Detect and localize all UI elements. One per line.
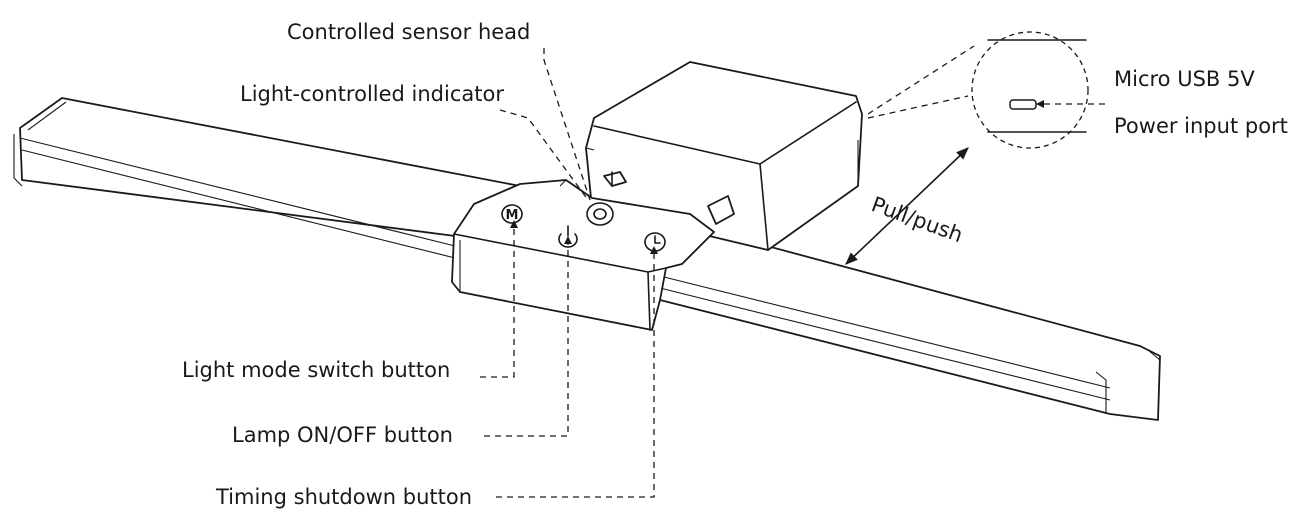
label-usb: Micro USB 5V [1114,67,1255,91]
label-pull-push: Pull/push [868,192,966,247]
timer-leader-arrowhead [650,246,658,254]
mode-leader [480,228,515,378]
label-timer-button: Timing shutdown button [215,485,472,509]
mode-leader-arrowhead [510,220,518,228]
usb-leader-arrowhead [1036,100,1044,108]
label-power-button: Lamp ON/OFF button [232,423,453,447]
label-mode-button: Light mode switch button [182,358,450,382]
mode-button[interactable]: M [501,204,523,224]
usb-detail-callout [867,31,1089,149]
timer-leader [496,254,655,498]
label-power-port: Power input port [1114,114,1288,138]
power-leader [484,244,569,437]
label-indicator: Light-controlled indicator [240,82,504,106]
sensor-head-leader [543,48,591,201]
micro-usb-port-icon [1009,99,1037,110]
right-light-bar [659,227,1161,421]
slide-rods [603,171,735,225]
power-leader-arrowhead [564,236,572,244]
pull-push-arrow [845,147,969,265]
mode-glyph: M [506,208,519,223]
sensor-indicator [586,202,614,226]
left-light-bar [13,97,521,259]
label-sensor-head: Controlled sensor head [287,20,530,44]
power-button[interactable] [558,225,578,248]
